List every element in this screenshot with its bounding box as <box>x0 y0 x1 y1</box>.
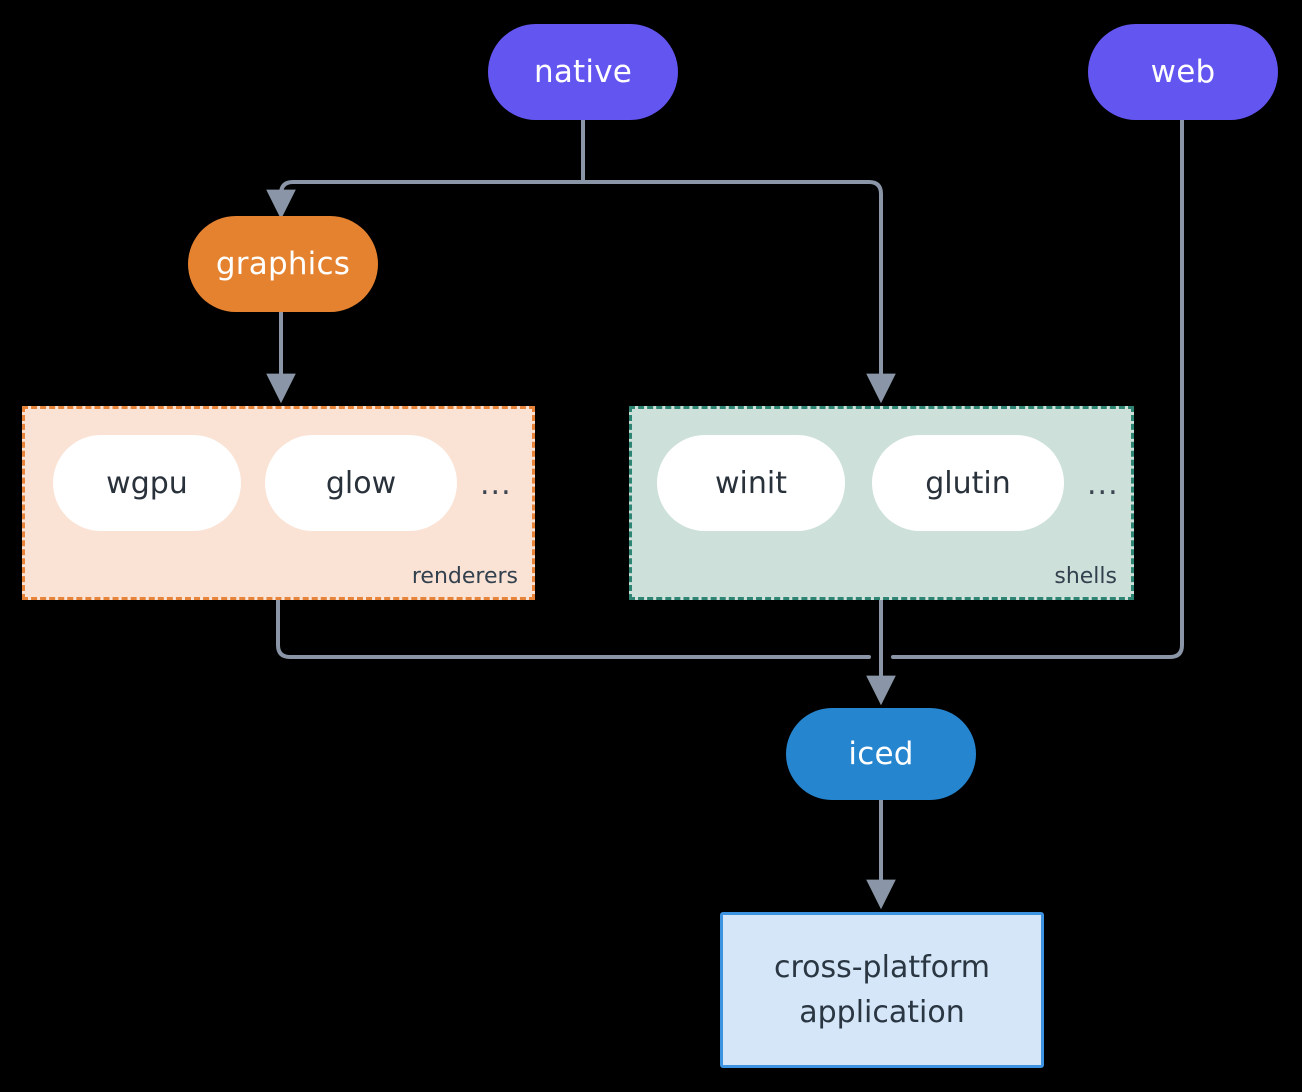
chip-glow-label: glow <box>325 465 397 501</box>
node-native-label: native <box>533 53 633 90</box>
chip-wgpu-label: wgpu <box>106 465 188 501</box>
chip-wgpu[interactable]: wgpu <box>53 435 241 531</box>
group-shells: winit glutin ... shells <box>629 406 1134 600</box>
application-label-line2: application <box>799 995 965 1030</box>
chip-winit[interactable]: winit <box>657 435 845 531</box>
chip-glow[interactable]: glow <box>265 435 457 531</box>
edge-renderers-iced <box>276 598 871 659</box>
node-cross-platform-application[interactable]: cross-platform application <box>720 912 1044 1068</box>
renderers-ellipsis: ... <box>480 467 512 502</box>
node-iced[interactable]: iced <box>786 708 976 800</box>
group-renderers: wgpu glow ... renderers <box>22 406 535 600</box>
chip-winit-label: winit <box>715 465 787 501</box>
node-graphics[interactable]: graphics <box>188 216 378 312</box>
node-web[interactable]: web <box>1088 24 1278 120</box>
chip-glutin-label: glutin <box>925 465 1011 501</box>
node-graphics-label: graphics <box>215 245 351 282</box>
node-web-label: web <box>1150 53 1216 90</box>
node-native[interactable]: native <box>488 24 678 120</box>
node-iced-label: iced <box>848 735 914 772</box>
group-renderers-label: renderers <box>411 564 518 589</box>
application-label-line1: cross-platform <box>773 949 991 985</box>
chip-glutin[interactable]: glutin <box>872 435 1064 531</box>
shells-ellipsis: ... <box>1087 467 1119 502</box>
group-shells-label: shells <box>1054 564 1117 589</box>
edge-native-graphics <box>266 180 585 220</box>
edge-native-shells <box>581 180 896 404</box>
